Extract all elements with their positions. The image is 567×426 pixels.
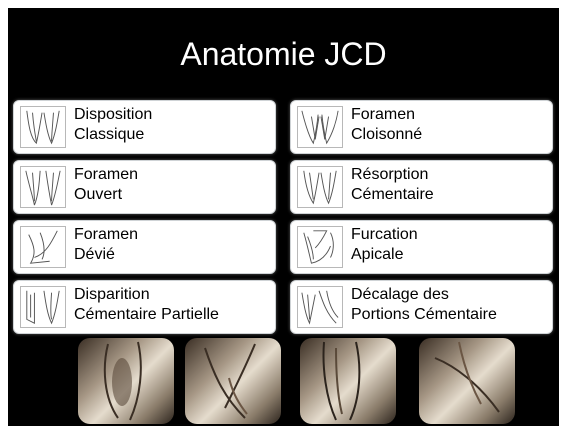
card-label-line2: Portions Cémentaire: [351, 305, 548, 325]
tooth-section-photo-3: [300, 338, 396, 424]
card-label-line1: Décalage des: [351, 285, 548, 305]
card-label-line1: Disparition: [74, 285, 271, 305]
card-disparition-cementaire[interactable]: Disparition Cémentaire Partielle: [13, 280, 276, 334]
card-label-line1: Foramen: [74, 225, 271, 245]
card-label-line1: Résorption: [351, 165, 548, 185]
slide: Anatomie JCD Disposition Classique Foram…: [8, 8, 559, 426]
card-label-line2: Apicale: [351, 245, 548, 265]
tooth-section-photo-4: [419, 338, 515, 424]
slide-title: Anatomie JCD: [8, 36, 559, 72]
card-label-line1: Foramen: [351, 105, 548, 125]
root-partitioned-icon: [297, 106, 343, 148]
card-label-line2: Classique: [74, 125, 271, 145]
root-partial-loss-icon: [20, 286, 66, 328]
card-label-line2: Dévié: [74, 245, 271, 265]
root-furcation-icon: [297, 226, 343, 268]
card-label-line1: Furcation: [351, 225, 548, 245]
root-resorption-icon: [297, 166, 343, 208]
tooth-section-photo-2: [185, 338, 281, 424]
card-label-line2: Cloisonné: [351, 125, 548, 145]
card-label-line2: Ouvert: [74, 185, 271, 205]
root-classic-icon: [20, 106, 66, 148]
root-offset-icon: [297, 286, 343, 328]
card-label-line2: Cémentaire Partielle: [74, 305, 271, 325]
card-disposition-classique[interactable]: Disposition Classique: [13, 100, 276, 154]
card-label-line1: Foramen: [74, 165, 271, 185]
card-foramen-devie[interactable]: Foramen Dévié: [13, 220, 276, 274]
card-decalage-portions[interactable]: Décalage des Portions Cémentaire: [290, 280, 553, 334]
card-furcation-apicale[interactable]: Furcation Apicale: [290, 220, 553, 274]
tooth-section-photo-1: [78, 338, 174, 424]
root-deviated-icon: [20, 226, 66, 268]
card-label-line2: Cémentaire: [351, 185, 548, 205]
card-foramen-ouvert[interactable]: Foramen Ouvert: [13, 160, 276, 214]
root-open-foramen-icon: [20, 166, 66, 208]
card-foramen-cloisonne[interactable]: Foramen Cloisonné: [290, 100, 553, 154]
card-resorption-cementaire[interactable]: Résorption Cémentaire: [290, 160, 553, 214]
card-label-line1: Disposition: [74, 105, 271, 125]
